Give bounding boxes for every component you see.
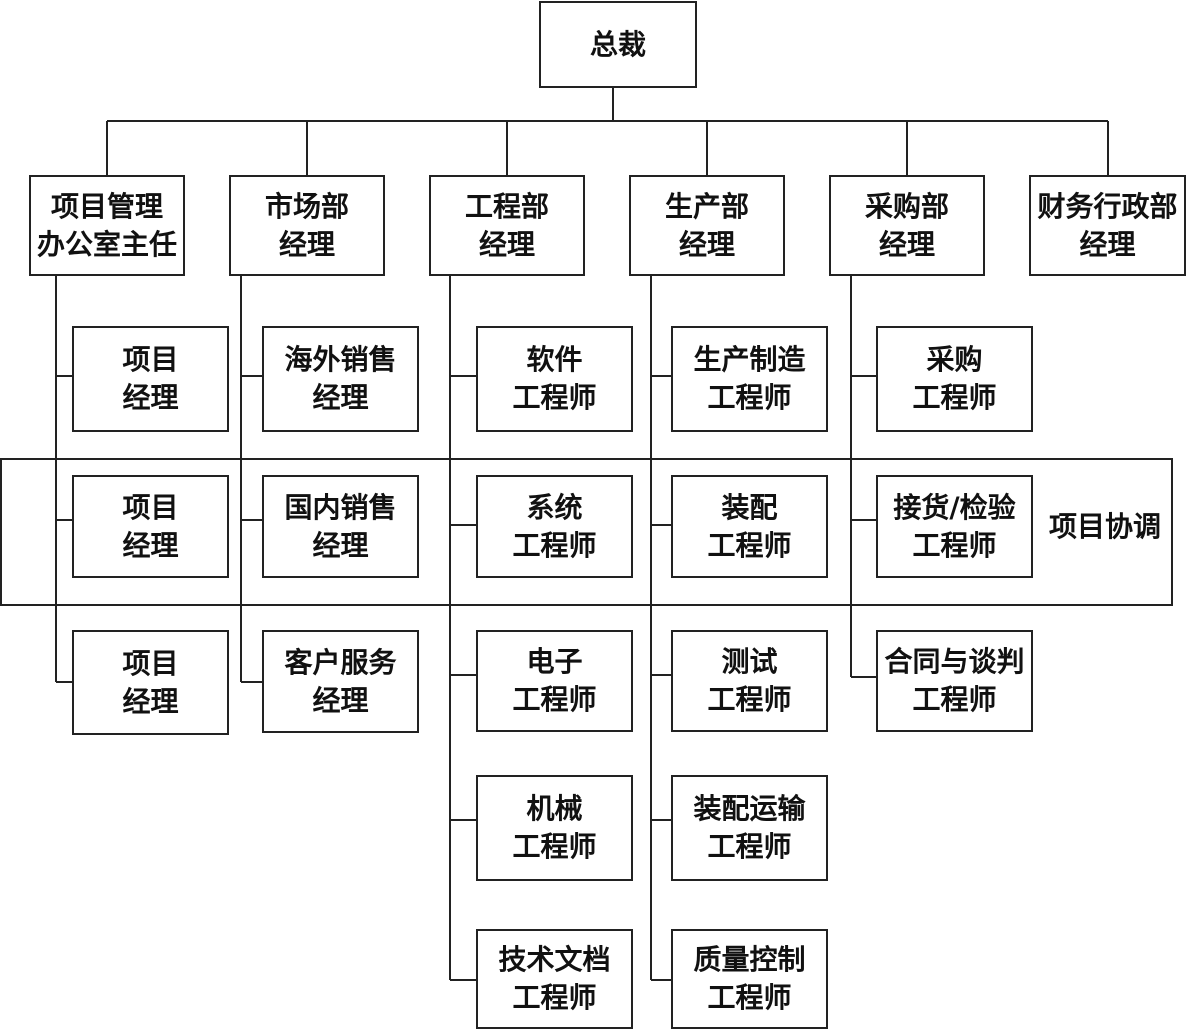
role-assembly-transport-engineer: 装配运输 工程师 — [671, 775, 828, 881]
role-electronics-engineer: 电子 工程师 — [476, 630, 633, 732]
dept-project-office: 项目管理 办公室主任 — [29, 175, 185, 276]
role-assembly-engineer: 装配 工程师 — [671, 475, 828, 578]
dept-purchasing: 采购部 经理 — [829, 175, 985, 276]
role-software-engineer: 软件 工程师 — [476, 326, 633, 432]
ceo-box: 总裁 — [539, 1, 697, 88]
role-technical-documentation-engineer: 技术文档 工程师 — [476, 929, 633, 1029]
role-project-manager: 项目 经理 — [72, 475, 229, 578]
role-overseas-sales-manager: 海外销售 经理 — [262, 326, 419, 432]
role-systems-engineer: 系统 工程师 — [476, 475, 633, 578]
role-manufacturing-engineer: 生产制造 工程师 — [671, 326, 828, 432]
coordination-band-label: 项目协调 — [1049, 510, 1162, 543]
role-contract-negotiation-engineer: 合同与谈判 工程师 — [876, 630, 1033, 732]
role-quality-control-engineer: 质量控制 工程师 — [671, 929, 828, 1029]
role-receiving-inspection-engineer: 接货/检验 工程师 — [876, 475, 1033, 578]
dept-engineering: 工程部 经理 — [429, 175, 585, 276]
role-test-engineer: 测试 工程师 — [671, 630, 828, 732]
coordination-band — [0, 458, 1173, 606]
dept-finance-admin: 财务行政部 经理 — [1029, 175, 1186, 276]
role-mechanical-engineer: 机械 工程师 — [476, 775, 633, 881]
role-purchasing-engineer: 采购 工程师 — [876, 326, 1033, 432]
role-domestic-sales-manager: 国内销售 经理 — [262, 475, 419, 578]
ceo-title: 总裁 — [589, 27, 646, 61]
dept-production: 生产部 经理 — [629, 175, 785, 276]
role-project-manager: 项目 经理 — [72, 326, 229, 432]
role-customer-service-manager: 客户服务 经理 — [262, 630, 419, 733]
dept-marketing: 市场部 经理 — [229, 175, 385, 276]
role-project-manager: 项目 经理 — [72, 630, 229, 735]
